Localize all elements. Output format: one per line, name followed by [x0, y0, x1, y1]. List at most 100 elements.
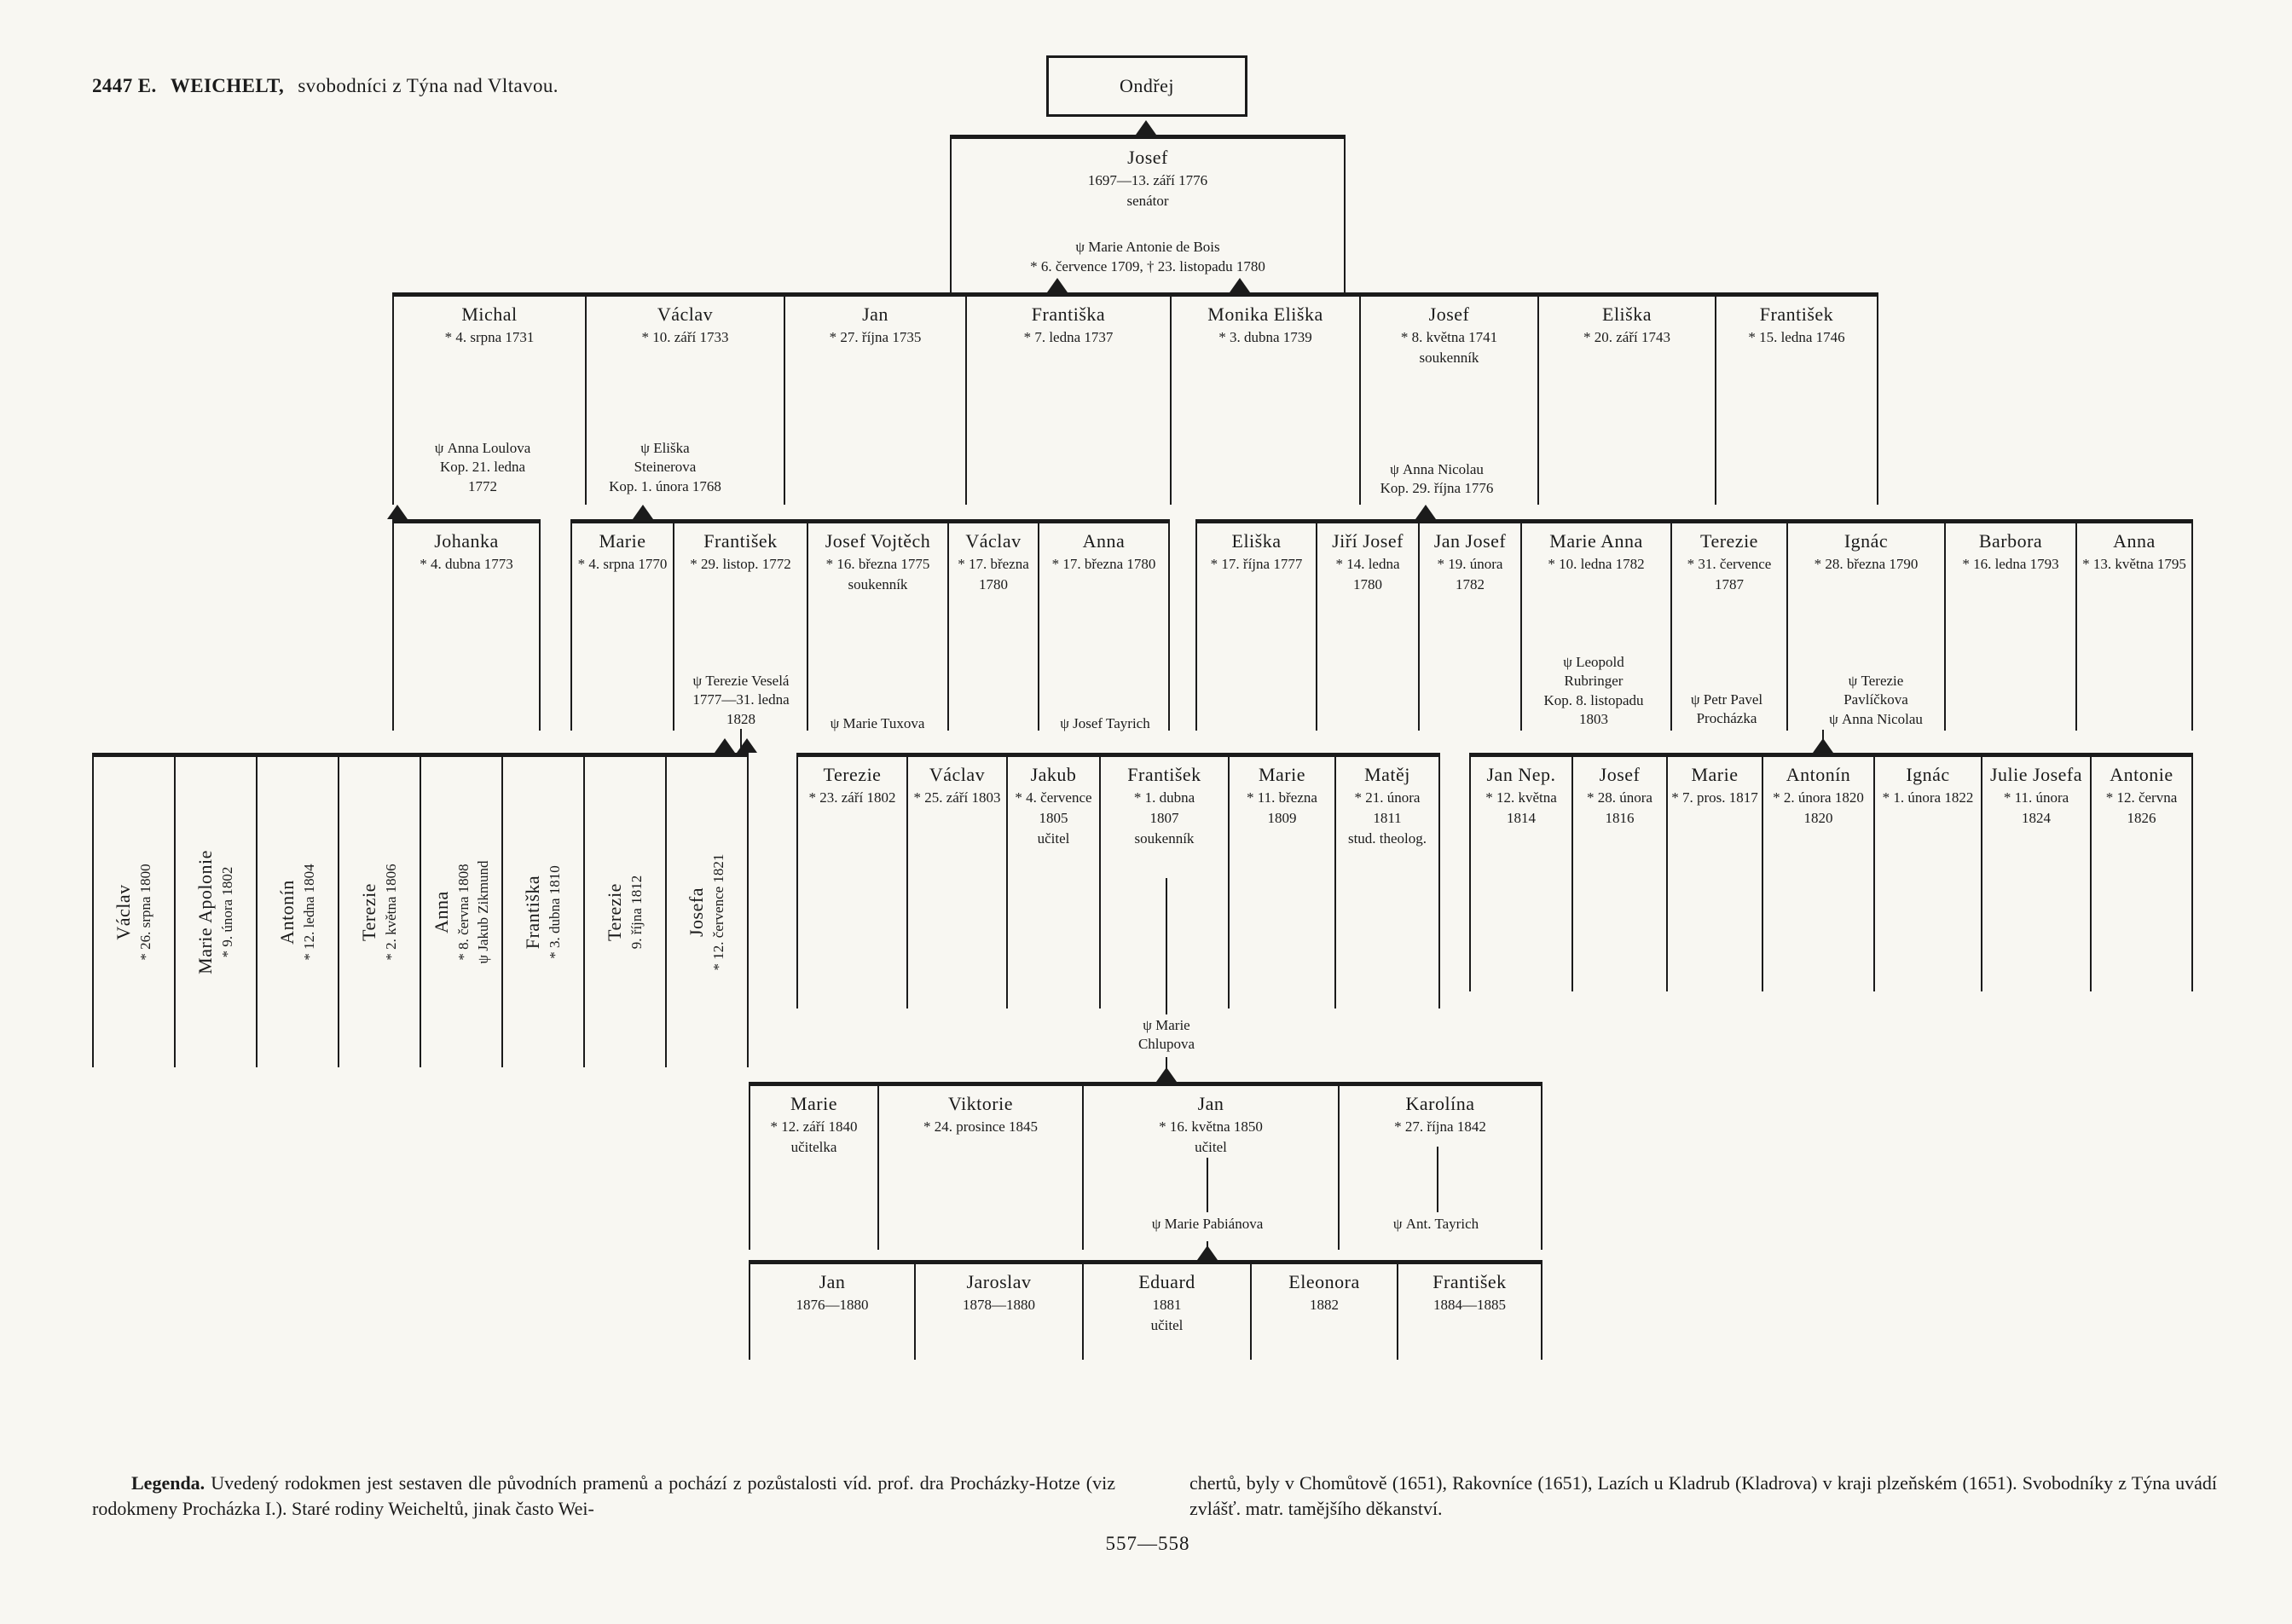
descent-triangle-icon: [1047, 278, 1068, 292]
generation-5-right-group: Jan Nep. * 12. května 1814 Josef * 28. ú…: [1469, 753, 2193, 991]
person-name: Josef Vojtěch: [825, 530, 931, 552]
person-date: * 10. ledna 1782: [1548, 555, 1645, 572]
person-name: Antonie: [2110, 764, 2173, 785]
spouse-annotation-anna-loulova: ψ Anna Loulova Kop. 21. ledna 1772: [397, 439, 568, 496]
person-date: * 24. prosince 1845: [923, 1118, 1039, 1135]
annotation-line: 1772: [468, 477, 497, 494]
person-cell-antonin: Antonín * 12. ledna 1804: [256, 757, 338, 1067]
person-date: * 1. dubna: [1133, 789, 1195, 806]
person-cell-julie-josefa: Julie Josefa * 11. února 1824: [1981, 757, 2090, 991]
person-name: Josef: [1127, 147, 1168, 168]
person-date: * 27. října 1735: [829, 328, 922, 345]
person-name: Václav: [113, 884, 135, 940]
person-name: Marie: [599, 530, 646, 552]
person-date: * 27. října 1842: [1394, 1118, 1486, 1135]
person-date: * 11. února: [2003, 789, 2069, 806]
person-name: Matěj: [1364, 764, 1410, 785]
header-subtitle: svobodníci z Týna nad Vltavou.: [298, 75, 559, 96]
person-cell-jan-josef: Jan Josef * 19. února 1782: [1418, 523, 1520, 731]
annotation-line: ψ Anna Nicolau: [1390, 461, 1484, 477]
person-name: Václav: [965, 530, 1022, 552]
person-date: * 4. července: [1015, 789, 1092, 806]
person-name: Jaroslav: [966, 1271, 1032, 1292]
person-name: Marie: [790, 1093, 838, 1114]
person-date: * 25. září 1803: [913, 789, 1001, 806]
person-date: * 1. února 1822: [1882, 789, 1974, 806]
person-date: * 11. března: [1247, 789, 1317, 806]
person-name: Josef: [1599, 764, 1641, 785]
legend-left-column: Legenda. Uvedený rodokmen jest sestaven …: [92, 1471, 1115, 1522]
person-name: Eliška: [1231, 530, 1282, 552]
generation-7-row: Jan 1876—1880 Jaroslav 1878—1880 Eduard …: [749, 1260, 1542, 1360]
person-name: František: [1759, 303, 1834, 325]
person-cell-josefa: Josefa * 12. července 1821: [665, 757, 749, 1067]
annotation-line: 1803: [1579, 711, 1608, 728]
person-date: * 4. srpna 1770: [577, 555, 668, 572]
person-cell-marie-apolonie: Marie Apolonie * 9. února 1802: [174, 757, 256, 1067]
descent-triangle-icon: [387, 505, 408, 519]
annotation-line: ψ Eliška: [640, 440, 690, 456]
person-name: Jan: [819, 1271, 846, 1292]
person-date: * 15. ledna 1746: [1748, 328, 1845, 345]
spouse-annotation-terezie-vesela: ψ Terezie Veselá 1777—31. ledna 1828: [634, 672, 848, 729]
person-name: Josef: [1428, 303, 1470, 325]
person-date: * 7. ledna 1737: [1023, 328, 1114, 345]
person-name: Jan: [1197, 1093, 1224, 1114]
person-cell-frantisek: František * 15. ledna 1746: [1715, 297, 1878, 505]
person-date: * 17. března: [958, 555, 1029, 572]
connector-line: [1166, 878, 1167, 1014]
person-date: * 16. května 1850: [1159, 1118, 1263, 1135]
annotation-line: Kop. 1. února 1768: [609, 477, 721, 494]
annotation-line: Procházka: [1696, 710, 1757, 727]
person-date: * 12. ledna 1804: [300, 864, 317, 961]
person-occupation: učitel: [1195, 1138, 1227, 1155]
person-date: 1884—1885: [1433, 1296, 1506, 1313]
person-cell-marie: Marie * 7. pros. 1817: [1666, 757, 1762, 991]
annotation-line: Chlupova: [1137, 1036, 1195, 1053]
generation-3-row: Michal * 4. srpna 1731 Václav * 10. září…: [392, 292, 1878, 505]
person-date: * 23. září 1802: [808, 789, 896, 806]
person-date: * 8. května 1741: [1400, 328, 1498, 345]
person-date: * 4. srpna 1731: [444, 328, 535, 345]
person-date: * 14. ledna: [1335, 555, 1400, 572]
person-cell-frantiska: Františka * 7. ledna 1737: [965, 297, 1170, 505]
person-name: Jan Nep.: [1486, 764, 1556, 785]
person-cell-barbora: Barbora * 16. ledna 1793: [1944, 523, 2075, 731]
person-cell-eliska: Eliška * 17. října 1777: [1195, 523, 1316, 731]
person-name: Eleonora: [1288, 1271, 1360, 1292]
descent-triangle-icon: [1230, 278, 1250, 292]
descent-triangle-icon: [1136, 120, 1156, 135]
person-cell-viktorie: Viktorie * 24. prosince 1845: [877, 1086, 1082, 1250]
person-date: * 12. června: [2105, 789, 2178, 806]
person-name: Františka: [522, 875, 544, 950]
person-date: * 2. února 1820: [1773, 789, 1864, 806]
person-date: * 19. února: [1437, 555, 1503, 572]
annotation-line: Kop. 21. ledna: [439, 459, 526, 476]
person-cell-marie: Marie * 11. března 1809: [1228, 757, 1334, 1008]
person-cell-jan: Jan 1876—1880: [749, 1264, 914, 1360]
legend-text-left: Uvedený rodokmen jest sestaven dle původ…: [92, 1472, 1116, 1519]
person-cell-karolina: Karolína * 27. října 1842: [1338, 1086, 1542, 1250]
annotation-line: ψ Terezie Veselá: [692, 673, 790, 689]
person-cell-ignac: Ignác * 1. února 1822: [1873, 757, 1981, 991]
page-number: 557—558: [1105, 1533, 1190, 1554]
person-cell-jakub: Jakub * 4. července 1805 učitel: [1006, 757, 1099, 1008]
person-cell-frantisek: František * 29. listop. 1772: [673, 523, 807, 731]
person-occupation: senátor: [1126, 192, 1169, 209]
person-name: František: [703, 530, 778, 552]
legend-text-right: chertů, byly v Chomůtově (1651), Rakovní…: [1189, 1472, 2217, 1519]
person-name: Terezie: [823, 764, 882, 785]
person-cell-matej: Matěj * 21. února 1811 stud. theolog.: [1334, 757, 1440, 1008]
annotation-line: Kop. 29. října 1776: [1380, 480, 1494, 497]
spouse-annotation-petr-pavel-prochazka: ψ Petr Pavel Procházka: [1641, 691, 1812, 729]
person-date: * 13. května 1795: [2082, 555, 2186, 572]
person-cell-vaclav: Václav * 25. září 1803: [906, 757, 1006, 1008]
person-name: Marie Anna: [1549, 530, 1643, 552]
person-date: * 20. září 1743: [1583, 328, 1670, 345]
person-cell-terezie-2: Terezie 9. října 1812: [583, 757, 665, 1067]
person-date: * 12. září 1840: [770, 1118, 858, 1135]
person-date: * 7. pros. 1817: [1671, 789, 1758, 806]
person-occupation: stud. theolog.: [1347, 829, 1427, 847]
person-name: Karolína: [1405, 1093, 1475, 1114]
person-date: 1820: [1803, 809, 1833, 826]
